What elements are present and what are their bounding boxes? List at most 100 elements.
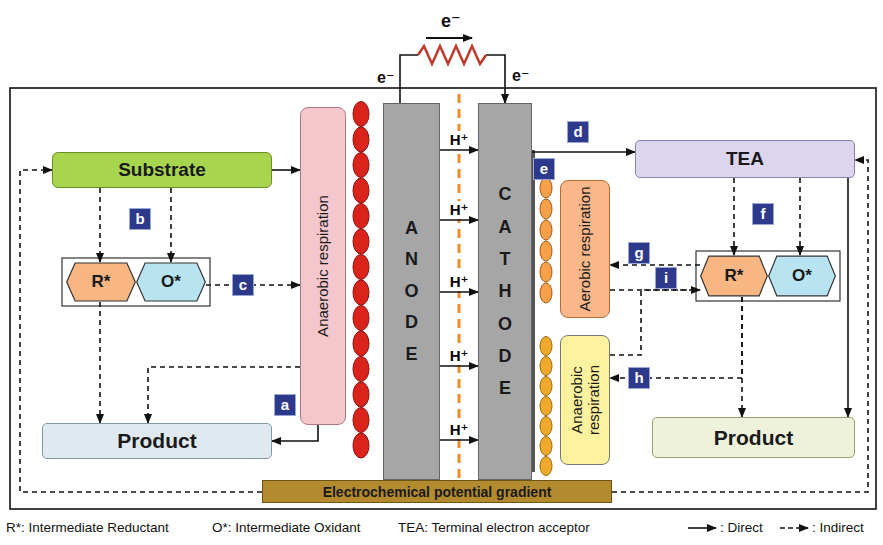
proton-label: H⁺ xyxy=(449,131,470,149)
anode-biofilm-cell xyxy=(353,280,369,305)
hexagon-shape xyxy=(137,263,206,301)
proton-label: H⁺ xyxy=(449,201,470,219)
cathode-biofilm-cell xyxy=(540,437,552,456)
direct-arrow xyxy=(440,365,478,367)
cathode-biofilm-cell xyxy=(540,337,552,356)
hexagon-shape xyxy=(769,256,836,296)
cathode-biofilm-cell xyxy=(540,357,552,376)
reductant-hexagon: R* xyxy=(66,262,136,302)
legend-indirect-sample xyxy=(780,527,808,529)
callout-letter: c xyxy=(232,274,254,296)
cathode-biofilm-cell xyxy=(540,178,552,198)
indirect-arrow xyxy=(148,367,300,423)
proton-label: H⁺ xyxy=(449,421,470,439)
node-text: TEA xyxy=(726,148,764,170)
anode-biofilm-cell xyxy=(353,102,369,127)
node-text: R* xyxy=(92,272,111,292)
electron-label: e⁻ xyxy=(441,10,461,32)
anode-biofilm-cell xyxy=(353,433,369,458)
indirect-arrow xyxy=(99,302,101,423)
node-text: CATHODE xyxy=(496,178,514,405)
proton-label: H⁺ xyxy=(449,273,470,291)
callout-letter: d xyxy=(567,121,589,143)
anode-biofilm-cell xyxy=(353,255,369,280)
cathode-biofilm-cell xyxy=(540,377,552,396)
node-text: Anaerobic respiration xyxy=(314,113,331,419)
oxidant-hexagon: O* xyxy=(136,262,206,302)
legend-text: : Indirect xyxy=(812,520,864,535)
cathode-biofilm-cell xyxy=(540,397,552,416)
legend-direct-sample xyxy=(688,527,716,529)
indirect-arrow xyxy=(99,188,101,262)
indirect-arrow xyxy=(610,290,700,355)
oxidant-hexagon: O* xyxy=(768,255,836,297)
indirect-arrow xyxy=(733,178,735,255)
intermediate-group xyxy=(62,258,210,306)
electron-label: e⁻ xyxy=(512,66,529,85)
indirect-arrow xyxy=(610,264,700,266)
callout-letter: f xyxy=(752,203,774,225)
direct-arrow xyxy=(440,291,478,293)
legend-note: O*: Intermediate Oxidant xyxy=(212,520,361,535)
hexagon-shape xyxy=(67,263,136,301)
product-box: Product xyxy=(42,423,272,459)
cathode-electrode: CATHODE xyxy=(478,103,532,480)
node-text: Aerobic respiration xyxy=(576,186,593,312)
cathode-biofilm-cell xyxy=(540,457,552,476)
legend-note: TEA: Terminal electron acceptor xyxy=(398,520,590,535)
cathode-biofilm-cell xyxy=(540,262,552,282)
process-box: Anaerobic respiration xyxy=(300,107,346,425)
cathode-biofilm-cell xyxy=(540,283,552,303)
cathode-biofilm-cell xyxy=(540,241,552,261)
callout-letter: a xyxy=(274,394,296,416)
electron-label: e⁻ xyxy=(377,68,394,87)
anode-biofilm-cell xyxy=(353,331,369,356)
callout-letter: g xyxy=(628,242,650,264)
intermediate-group xyxy=(696,251,840,301)
node-text: Substrate xyxy=(118,159,206,181)
node-text: Electrochemical potential gradient xyxy=(323,484,552,500)
direct-arrow xyxy=(272,425,318,441)
resistor-ground xyxy=(418,44,486,66)
electron-flow-arrow xyxy=(426,37,472,39)
anode-biofilm-cell xyxy=(353,357,369,382)
cathode-surface xyxy=(532,150,535,472)
anode-biofilm-cell xyxy=(353,229,369,254)
indirect-arrow xyxy=(610,297,742,378)
gradient-band: Electrochemical potential gradient xyxy=(262,480,612,503)
direct-arrow xyxy=(440,439,478,441)
product-box: Product xyxy=(652,417,855,458)
anode-biofilm-cell xyxy=(353,382,369,407)
node-text: O* xyxy=(792,266,812,286)
node-text: Product xyxy=(117,429,196,453)
callout-letter: e xyxy=(533,158,555,180)
substrate-box: Substrate xyxy=(52,152,272,188)
acceptor-box: TEA xyxy=(635,140,855,178)
hexagon-shape xyxy=(701,256,768,296)
indirect-arrow xyxy=(170,188,172,262)
node-text: R* xyxy=(725,266,744,286)
reductant-hexagon: R* xyxy=(700,255,768,297)
legend-text: : Direct xyxy=(720,520,763,535)
node-text: Product xyxy=(714,426,793,450)
resistor-symbol xyxy=(418,46,486,64)
node-text: O* xyxy=(161,272,181,292)
proton-label: H⁺ xyxy=(449,347,470,365)
callout-letter: b xyxy=(129,208,151,230)
indirect-arrow xyxy=(612,160,868,492)
cathode-biofilm-cell xyxy=(540,417,552,436)
cathode-biofilm-cell xyxy=(540,220,552,240)
anode-biofilm-cell xyxy=(353,204,369,229)
anode-biofilm-cell xyxy=(353,127,369,152)
process-box: Anaerobic respiration xyxy=(560,335,610,465)
node-text: ANODE xyxy=(403,213,421,371)
frame xyxy=(10,88,876,509)
node-text: Anaerobic respiration xyxy=(568,341,603,459)
anode-biofilm-cell xyxy=(353,306,369,331)
callout-letter: h xyxy=(628,367,650,389)
cathode-biofilm-cell xyxy=(540,199,552,219)
callout-letter: i xyxy=(655,267,677,289)
anode-biofilm-cell xyxy=(353,178,369,203)
direct-arrow xyxy=(847,178,849,417)
